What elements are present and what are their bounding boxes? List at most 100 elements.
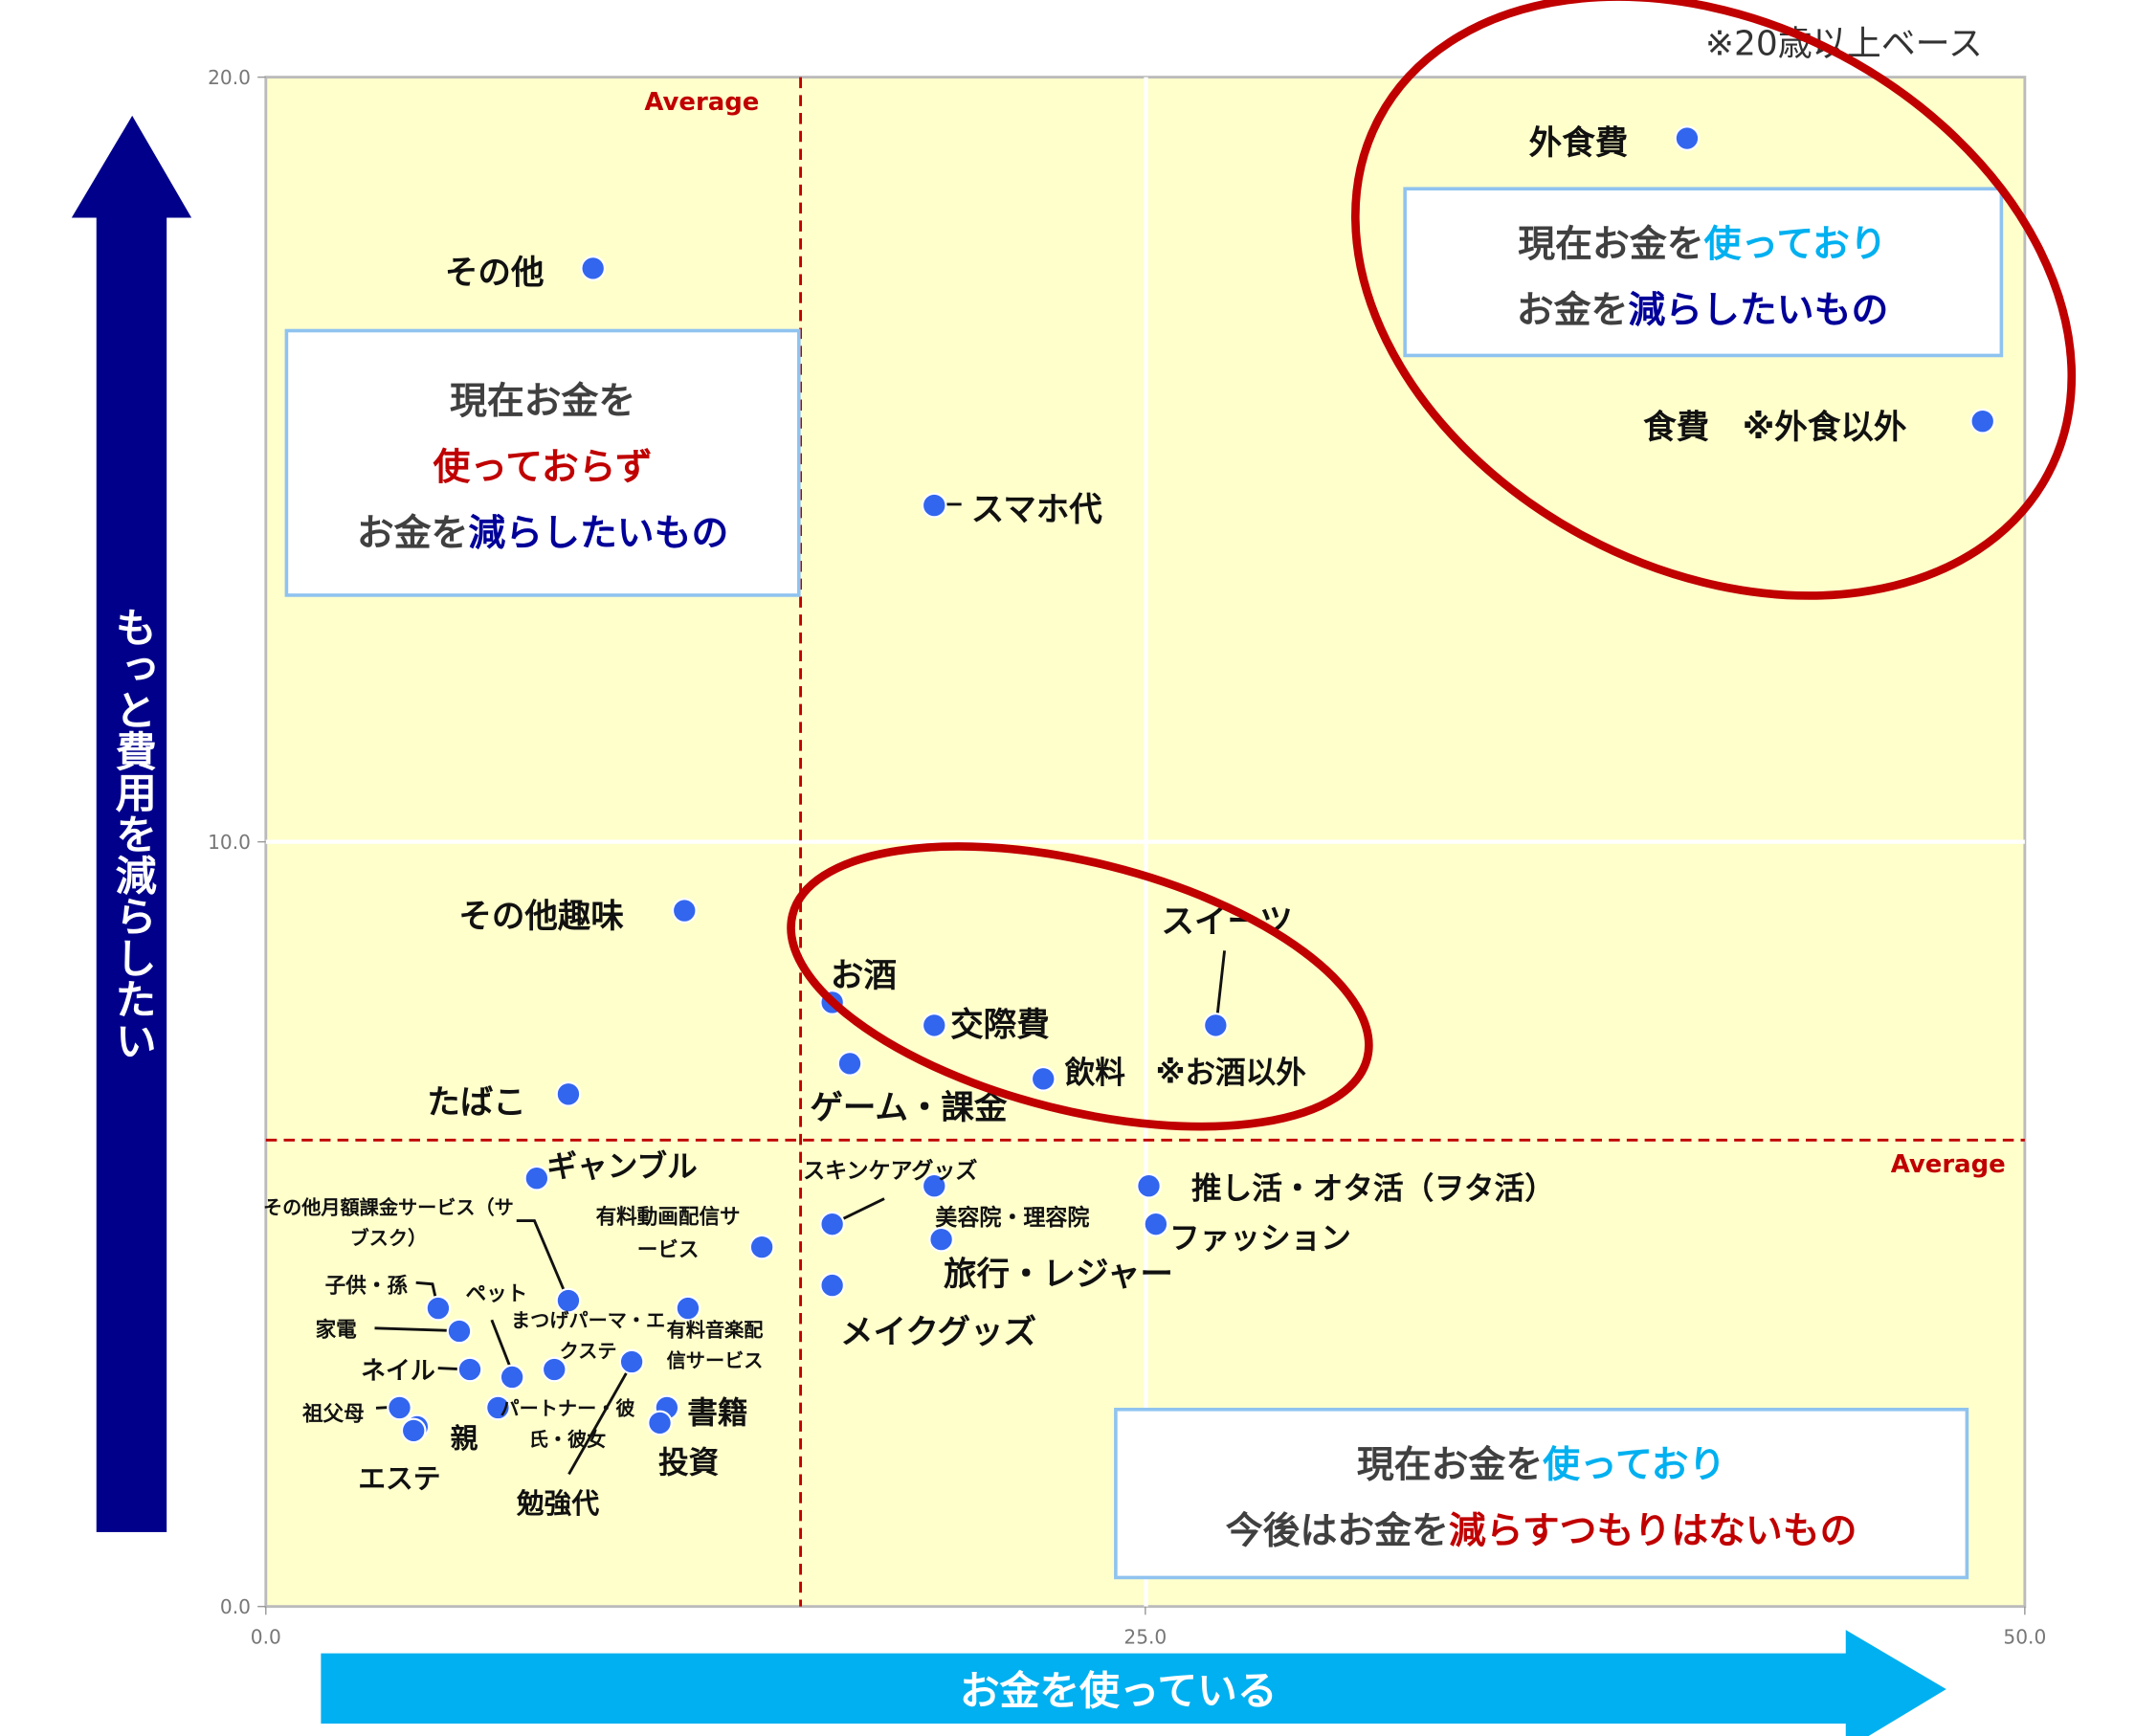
- data-point-group: 飲料 ※お酒以外: [1030, 1056, 1306, 1092]
- box-text: 減らすつもりはないもの: [1449, 1509, 1857, 1552]
- box-text: 使っておらず: [433, 446, 652, 489]
- data-point-label: 子供・孫: [325, 1273, 409, 1298]
- data-point-group: 交際費: [921, 1007, 1050, 1045]
- box-text: 今後はお金を: [1226, 1509, 1449, 1552]
- data-point-label: お酒: [831, 957, 897, 995]
- leader-line: [374, 1326, 460, 1333]
- leader-line: [567, 1362, 634, 1476]
- y-tick-label: 10.0: [208, 831, 251, 854]
- data-point-label: メイクグッズ: [840, 1314, 1036, 1352]
- data-point-label: その他趣味: [458, 898, 624, 936]
- data-point-group: 有料音楽配信サービス: [667, 1295, 764, 1372]
- data-point-label: スマホ代: [971, 491, 1103, 529]
- data-point: [541, 1356, 567, 1383]
- data-point: [675, 1295, 701, 1322]
- data-point: [400, 1417, 427, 1444]
- data-point-label: ペット: [466, 1282, 528, 1306]
- leader-line: [1214, 950, 1227, 1026]
- data-point-label: ゲーム・課金: [810, 1089, 1008, 1127]
- data-point: [921, 492, 947, 519]
- data-point: [456, 1356, 483, 1383]
- data-point-label: 書籍: [687, 1396, 747, 1431]
- data-point-group: その他月額課金サービス（サブスク）: [263, 1195, 582, 1314]
- quadrant-box-top-right: 現在お金を使っており お金を減らしたいもの: [1403, 187, 2004, 358]
- data-point-group: パートナー・彼氏・彼女: [485, 1394, 635, 1451]
- data-point-group: 祖父母: [301, 1394, 412, 1426]
- data-point: [836, 1051, 863, 1077]
- data-point-group: ネイル: [361, 1356, 483, 1386]
- box-text: 減らしたいもの: [1628, 289, 1888, 332]
- svg-text:お金を減らしたいもの: お金を減らしたいもの: [357, 512, 729, 555]
- x-tick-label: 50.0: [2003, 1626, 2046, 1649]
- data-point: [446, 1318, 473, 1345]
- data-point-label: 家電: [316, 1317, 358, 1342]
- data-point-label: 親: [451, 1422, 478, 1455]
- data-point: [499, 1364, 525, 1391]
- data-point-label: 交際費: [950, 1007, 1050, 1045]
- data-point-label: エステ: [358, 1462, 440, 1495]
- data-point: [387, 1394, 412, 1421]
- data-point-group: 推し活・オタ活（ヲタ活）: [1136, 1172, 1555, 1207]
- data-point: [618, 1348, 645, 1375]
- data-point-group: 家電: [316, 1317, 473, 1345]
- data-point: [580, 256, 606, 281]
- svg-text:今後はお金を減らすつもりはないもの: 今後はお金を減らすつもりはないもの: [1226, 1509, 1857, 1552]
- data-point-group: ゲーム・課金: [810, 1051, 1008, 1127]
- box-text: 減らしたいもの: [468, 512, 728, 555]
- box-text: 使っており: [1543, 1443, 1725, 1486]
- data-point: [671, 898, 698, 924]
- data-point-group: まつげパーマ・エクステ: [511, 1308, 665, 1383]
- data-point: [555, 1287, 582, 1314]
- leader-line: [516, 1219, 570, 1303]
- svg-text:現在お金を使っており: 現在お金を使っており: [1518, 223, 1886, 266]
- box-text: 現在お金を: [1357, 1443, 1543, 1486]
- box-text: 現在お金を: [1518, 223, 1703, 266]
- data-point-group: ペット: [466, 1282, 528, 1391]
- data-point-label: 有料音楽配信サービス: [667, 1318, 764, 1371]
- data-point-label: ファッション: [1169, 1221, 1351, 1256]
- data-point-label: ギャンブル: [546, 1148, 697, 1184]
- data-point: [1030, 1066, 1056, 1092]
- svg-text:現在お金を: 現在お金を: [450, 380, 635, 423]
- data-point: [1136, 1172, 1162, 1199]
- box-text: 使っており: [1704, 223, 1887, 266]
- data-point-label: その他: [445, 255, 545, 293]
- box-text: 現在お金を: [450, 380, 635, 423]
- box-text: お金を: [1517, 289, 1629, 332]
- data-point: [425, 1295, 452, 1322]
- data-point: [921, 1172, 947, 1199]
- data-point-group: 美容院・理容院: [921, 1172, 1089, 1231]
- box-text: お金を: [357, 512, 469, 555]
- data-point-label: 旅行・レジャー: [944, 1256, 1173, 1294]
- svg-text:現在お金を使っており: 現在お金を使っており: [1357, 1443, 1725, 1486]
- data-point-group: その他: [445, 255, 606, 293]
- data-point: [1969, 408, 1996, 434]
- average-label-x: Average: [644, 88, 759, 117]
- data-point-group: 有料動画配信サービス: [596, 1204, 775, 1262]
- data-point-label: 有料動画配信サービス: [596, 1204, 741, 1262]
- quadrant-box-top-left: 現在お金を 使っておらず お金を減らしたいもの: [284, 328, 801, 597]
- y-tick-label: 0.0: [220, 1595, 251, 1618]
- data-point: [819, 1211, 845, 1237]
- data-point: [523, 1165, 550, 1191]
- data-point-group: たばこ: [427, 1081, 582, 1122]
- y-axis-arrow: もっと費用を減らしたい: [71, 115, 192, 1532]
- x-axis-arrow: お金を使っている: [321, 1630, 1946, 1736]
- data-point-label: たばこ: [427, 1083, 526, 1122]
- data-point: [819, 1272, 845, 1299]
- data-point-group: 食費 ※外食以外: [1643, 408, 1996, 447]
- data-point-label: 食費 ※外食以外: [1643, 409, 1907, 447]
- highlight-ellipse-middle: [787, 842, 1373, 1131]
- data-point-label: まつげパーマ・エクステ: [511, 1308, 665, 1362]
- data-point-label: 美容院・理容院: [935, 1205, 1089, 1231]
- y-axis-label: もっと費用を減らしたい: [108, 606, 157, 1060]
- data-point-group: 勉強代: [516, 1348, 645, 1520]
- data-point: [928, 1226, 954, 1253]
- data-point-group: その他趣味: [458, 898, 698, 936]
- data-point-group: 子供・孫: [325, 1273, 452, 1322]
- data-point: [647, 1410, 673, 1436]
- data-point: [748, 1234, 775, 1260]
